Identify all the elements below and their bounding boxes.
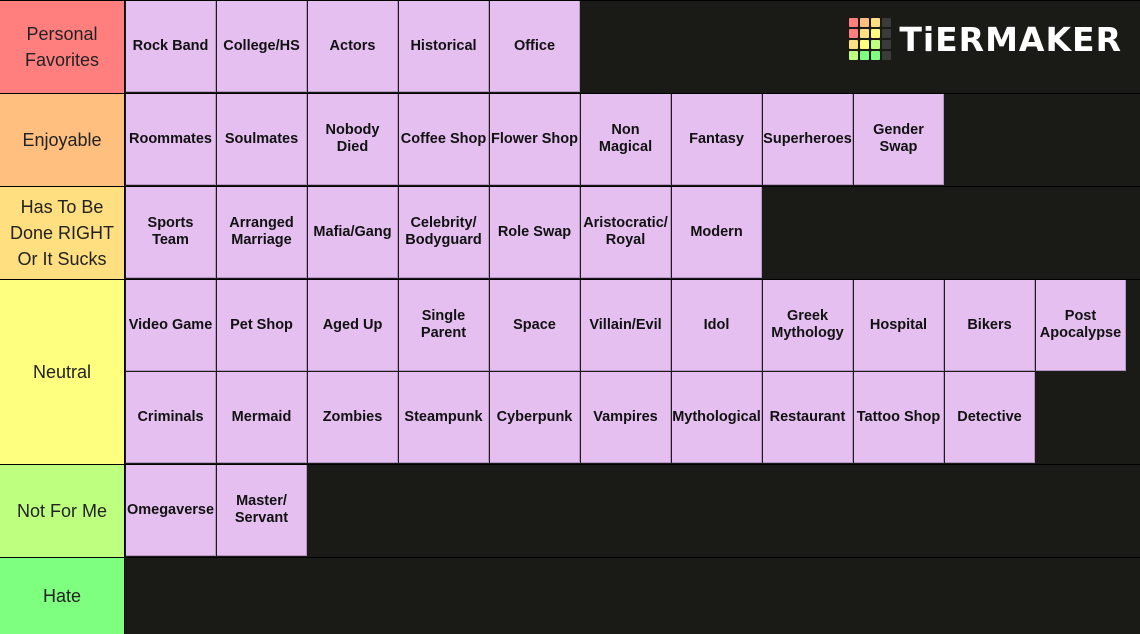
tier-item[interactable]: Cyberpunk xyxy=(490,372,580,463)
tier-item[interactable]: Criminals xyxy=(126,372,216,463)
logo-text: TiERMAKER xyxy=(899,19,1122,59)
tier-item[interactable]: Superheroes xyxy=(763,94,853,185)
logo-square xyxy=(860,51,870,60)
tier-item[interactable]: Pet Shop xyxy=(217,280,307,371)
tier-items xyxy=(126,558,1140,634)
tier-item[interactable]: Non Magical xyxy=(581,94,671,185)
tier-item[interactable]: Space xyxy=(490,280,580,371)
tier-item[interactable]: Sports Team xyxy=(126,187,216,278)
logo-square xyxy=(871,18,881,27)
tier-item[interactable]: Modern xyxy=(672,187,762,278)
tier-item[interactable]: Vampires xyxy=(581,372,671,463)
tier-label: Not For Me xyxy=(0,465,125,557)
tier-item[interactable]: Steampunk xyxy=(399,372,489,463)
tier-row: Hate xyxy=(0,557,1140,634)
tier-item[interactable]: Zombies xyxy=(308,372,398,463)
logo-square xyxy=(882,40,892,49)
logo-square xyxy=(871,40,881,49)
tier-item[interactable]: Mythological xyxy=(672,372,762,463)
logo-square xyxy=(860,18,870,27)
tier-item[interactable]: College/HS xyxy=(217,1,307,92)
logo-grid-icon xyxy=(849,18,892,60)
tier-item[interactable]: Arranged Marriage xyxy=(217,187,307,278)
tier-item[interactable]: Tattoo Shop xyxy=(854,372,944,463)
tier-item[interactable]: Gender Swap xyxy=(854,94,944,185)
tier-item[interactable]: Hospital xyxy=(854,280,944,371)
tier-item[interactable]: Office xyxy=(490,1,580,92)
tier-item[interactable]: Mafia/Gang xyxy=(308,187,398,278)
tier-label: Neutral xyxy=(0,280,125,464)
tier-label: Hate xyxy=(0,558,125,634)
tier-item[interactable]: Mermaid xyxy=(217,372,307,463)
logo-square xyxy=(849,51,859,60)
tier-item[interactable]: Single Parent xyxy=(399,280,489,371)
tier-item[interactable]: Detective xyxy=(945,372,1035,463)
tier-item[interactable]: Rock Band xyxy=(126,1,216,92)
tier-item[interactable]: Omegaverse xyxy=(126,465,216,556)
tier-item[interactable]: Role Swap xyxy=(490,187,580,278)
tier-item[interactable]: Historical xyxy=(399,1,489,92)
tier-item[interactable]: Soulmates xyxy=(217,94,307,185)
logo-square xyxy=(849,18,859,27)
tier-item[interactable]: Fantasy xyxy=(672,94,762,185)
tiermaker-logo: TiERMAKER xyxy=(849,18,1122,60)
tier-item[interactable]: Greek Mythology xyxy=(763,280,853,371)
tier-label: Enjoyable xyxy=(0,94,125,186)
tier-item[interactable]: Aristocratic/ Royal xyxy=(581,187,671,278)
tier-item[interactable]: Nobody Died xyxy=(308,94,398,185)
logo-square xyxy=(860,29,870,38)
tier-label: Personal Favorites xyxy=(0,1,125,93)
tier-item[interactable]: Restaurant xyxy=(763,372,853,463)
tier-item[interactable]: Master/ Servant xyxy=(217,465,307,556)
logo-square xyxy=(882,18,892,27)
tier-item[interactable]: Actors xyxy=(308,1,398,92)
tier-item[interactable]: Post Apocalypse xyxy=(1036,280,1126,371)
tier-item[interactable]: Roommates xyxy=(126,94,216,185)
logo-square xyxy=(882,29,892,38)
logo-square xyxy=(871,51,881,60)
tier-item[interactable]: Flower Shop xyxy=(490,94,580,185)
tier-item[interactable]: Celebrity/ Bodyguard xyxy=(399,187,489,278)
tier-item[interactable]: Bikers xyxy=(945,280,1035,371)
tier-item[interactable]: Coffee Shop xyxy=(399,94,489,185)
logo-square xyxy=(882,51,892,60)
tier-label: Has To Be Done RIGHT Or It Sucks xyxy=(0,187,125,279)
logo-square xyxy=(860,40,870,49)
logo-square xyxy=(871,29,881,38)
logo-square xyxy=(849,29,859,38)
tier-item[interactable]: Aged Up xyxy=(308,280,398,371)
tier-item[interactable]: Villain/Evil xyxy=(581,280,671,371)
logo-square xyxy=(849,40,859,49)
tier-item[interactable]: Idol xyxy=(672,280,762,371)
tier-item[interactable]: Video Game xyxy=(126,280,216,371)
